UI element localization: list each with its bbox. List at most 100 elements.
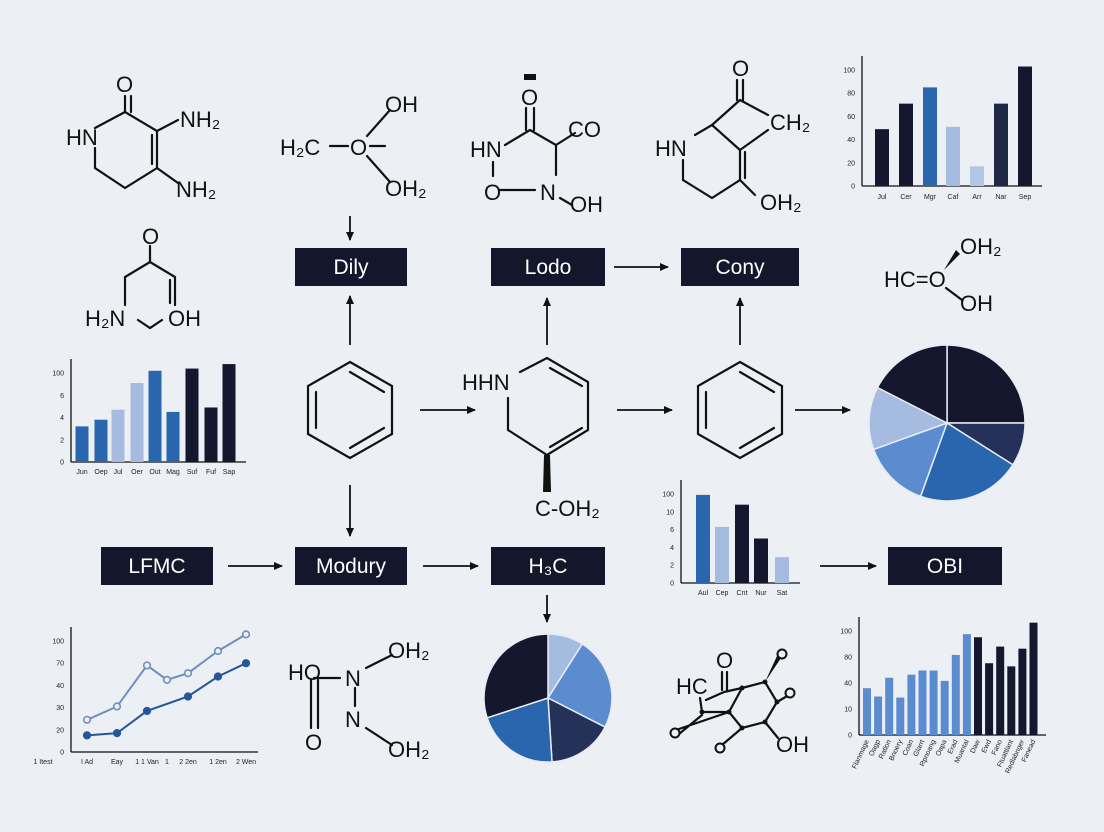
bar — [204, 407, 218, 462]
atom-hco: HC=O — [884, 267, 946, 292]
atom-coh2: C-OH₂ — [535, 496, 600, 521]
y-tick-label: 4 — [670, 545, 674, 552]
y-tick-label: 2 — [670, 563, 674, 570]
atom-oh: OH — [960, 291, 993, 316]
chart-bar-bottom-right: 0104080100FlanmageOagpRatlonBnoeryCoanGl… — [840, 617, 1046, 775]
y-tick-label: 0 — [851, 184, 855, 191]
box-h3c: H₃C — [491, 547, 605, 585]
atom-h2n: H₂N — [85, 306, 125, 331]
bar — [222, 364, 236, 462]
x-tick-label: 1 Itest — [33, 759, 52, 766]
x-tick-label: 2 Wen — [236, 759, 256, 766]
data-point — [82, 715, 92, 724]
y-tick-label: 2 — [60, 437, 64, 444]
data-point — [213, 646, 223, 656]
molecule-oxadiazolone: O HN CO O N OH — [470, 74, 603, 217]
data-point — [183, 692, 193, 701]
x-tick-label: Jun — [76, 469, 87, 476]
bar — [970, 166, 984, 186]
x-tick-label: 2 2en — [179, 759, 197, 766]
atom-hhn: HHN — [462, 370, 510, 395]
bar — [985, 663, 994, 735]
atom-hn: HN — [655, 136, 687, 161]
data-point — [241, 630, 251, 639]
bar — [923, 87, 937, 186]
box-lodo: Lodo — [491, 248, 605, 286]
x-tick-label: Cer — [900, 194, 912, 201]
y-tick-label: 60 — [847, 114, 855, 121]
pie-slice — [872, 421, 949, 498]
benzene-ring-left — [306, 360, 394, 460]
atom-o: O — [305, 730, 322, 755]
x-tick-label: Mgr — [924, 194, 937, 201]
atom-oh: OH — [168, 306, 201, 331]
atom-oh2: OH₂ — [388, 737, 430, 762]
atom-oh: OH — [385, 92, 418, 117]
box-modury: Modury — [295, 547, 407, 585]
molecule-aminopyridinone: O HN NH₂ NH₂ — [66, 72, 220, 202]
molecule-h2c-o: H₂C O OH OH₂ — [280, 92, 427, 201]
atom-o: O — [116, 72, 133, 97]
bar — [775, 557, 789, 583]
bar — [918, 670, 927, 735]
x-tick-label: Nar — [995, 194, 1007, 201]
bar — [715, 526, 729, 583]
y-tick-label: 40 — [56, 683, 64, 690]
y-tick-label: 100 — [843, 68, 855, 75]
flow-arrows — [228, 216, 877, 623]
bar — [1007, 666, 1016, 735]
bar — [994, 103, 1008, 186]
bar — [94, 419, 108, 462]
y-tick-label: 80 — [844, 655, 852, 662]
bar — [874, 696, 883, 735]
x-tick-label: Eay — [111, 759, 124, 766]
bar — [735, 504, 749, 583]
bar — [885, 677, 894, 735]
data-point — [241, 659, 251, 668]
pie-slice — [483, 633, 549, 719]
atom-ch2: CH₂ — [770, 110, 810, 135]
y-tick-label: 0 — [60, 750, 64, 757]
chart-pie-right — [868, 344, 1026, 502]
y-tick-label: 10 — [666, 509, 674, 516]
pie-slice — [868, 386, 949, 451]
atom-hn: HN — [66, 125, 98, 150]
atom-oh2: OH₂ — [388, 638, 430, 663]
atom-n: N — [345, 707, 361, 732]
bar — [896, 697, 905, 735]
bar — [940, 680, 949, 735]
atom-n: N — [345, 666, 361, 691]
atom-o: O — [732, 56, 749, 81]
chart-pie-bottom — [483, 633, 613, 763]
bar — [1018, 66, 1032, 186]
bar — [962, 634, 971, 735]
atom-nh2: NH₂ — [176, 177, 216, 202]
pie-slice — [946, 344, 1026, 424]
y-tick-label: 100 — [52, 371, 64, 378]
x-tick-label: Sat — [777, 590, 788, 597]
bar — [1018, 648, 1027, 735]
box-label: Modury — [316, 555, 387, 578]
box-label: OBI — [927, 555, 963, 578]
bar — [148, 370, 162, 462]
y-tick-label: 4 — [60, 415, 64, 422]
bar — [185, 368, 199, 462]
bar — [75, 426, 89, 462]
data-point — [183, 669, 193, 678]
bar — [951, 654, 960, 735]
y-tick-label: 100 — [52, 639, 64, 646]
pie-slice — [919, 421, 1014, 502]
bar — [130, 383, 144, 462]
data-point — [112, 702, 122, 711]
x-tick-label: Fuf — [206, 469, 216, 476]
x-tick-label: Oer — [131, 469, 143, 476]
box-label: Dily — [334, 256, 369, 279]
x-tick-label: Arr — [972, 194, 982, 201]
bar — [974, 637, 982, 735]
atom-oh2: OH₂ — [385, 176, 427, 201]
x-tick-label: Oapa — [935, 739, 949, 758]
x-tick-label: 1 — [165, 759, 169, 766]
x-tick-label: 1 1 Van — [135, 759, 159, 766]
